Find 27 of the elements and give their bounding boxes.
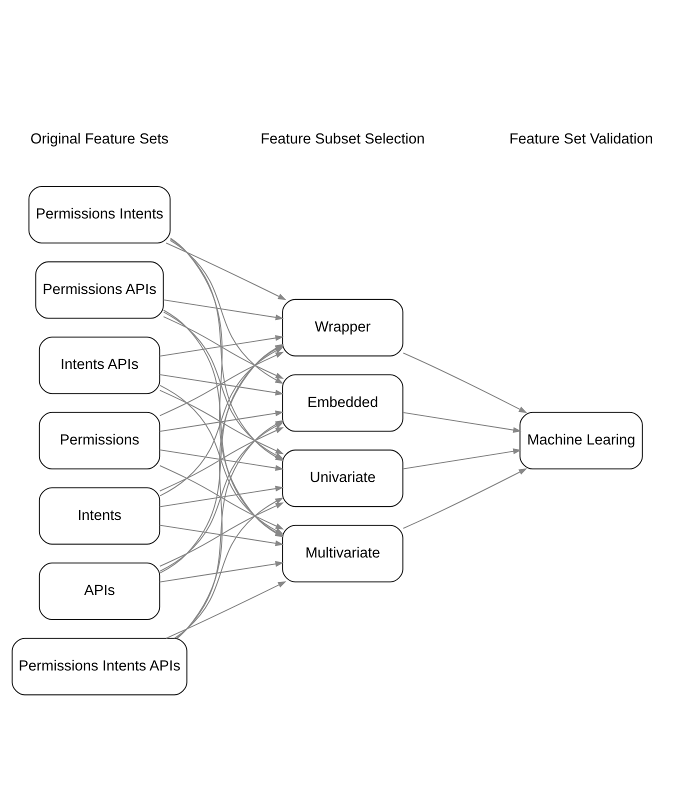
node-box: Wrapper — [282, 298, 404, 356]
arrow — [160, 485, 284, 507]
node-box: Intents — [38, 486, 160, 544]
node-box: Permissions Intents APIs — [12, 637, 188, 695]
node-box: Permissions Intents — [28, 185, 171, 243]
label: Feature Subset Selection — [260, 130, 425, 147]
arrow — [166, 580, 286, 638]
arrow — [164, 298, 284, 320]
node-box: Embedded — [282, 374, 404, 432]
node-box: Intents APIs — [38, 336, 160, 394]
node-box: Permissions APIs — [35, 260, 164, 318]
arrow — [403, 448, 522, 469]
node-box: Permissions — [38, 411, 160, 469]
node-box: Multivariate — [282, 524, 404, 582]
arrow — [403, 352, 528, 413]
arrow — [403, 411, 522, 432]
node-box: Univariate — [282, 449, 404, 507]
label: Feature Set Validation — [509, 130, 653, 147]
node-box: Machine Learing — [519, 411, 643, 469]
arrow — [166, 242, 286, 300]
arrow — [160, 374, 284, 396]
arrow — [160, 560, 284, 582]
node-box: APIs — [38, 562, 160, 620]
arrow — [160, 351, 284, 416]
arrow — [160, 464, 284, 530]
label: Original Feature Sets — [30, 130, 169, 147]
arrow — [403, 468, 528, 528]
